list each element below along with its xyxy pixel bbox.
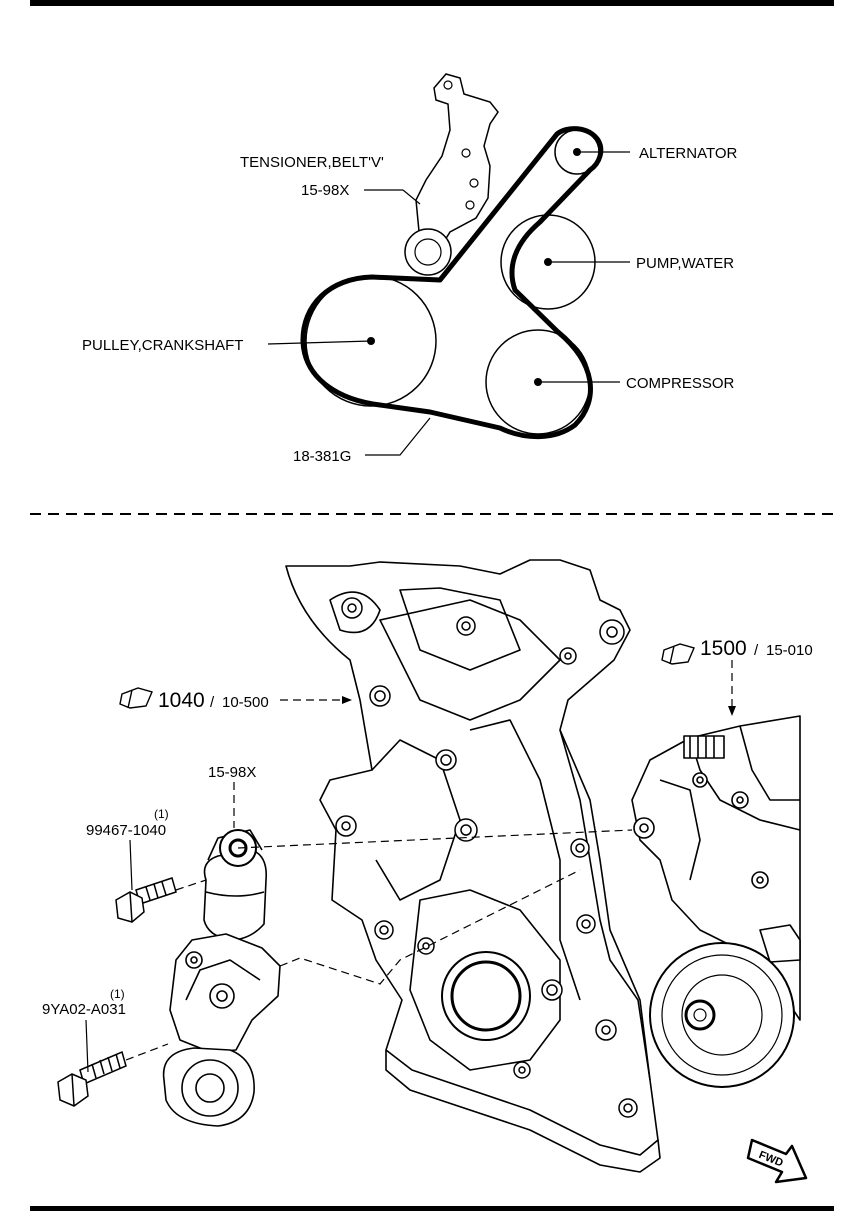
arrowhead-1500	[728, 706, 736, 716]
water-pump-pulley-rim	[661, 954, 783, 1076]
bolt-upper-qty: (1)	[154, 807, 169, 821]
label-crankshaft: PULLEY,CRANKSHAFT	[82, 337, 243, 354]
tensioner-bracket-hole	[461, 148, 471, 158]
belt-tensioner-assembly	[162, 829, 281, 1127]
tensioner-bracket-hole	[465, 200, 475, 210]
cover-bosses	[335, 597, 638, 1118]
crank-seal-inner	[450, 960, 522, 1032]
water-pump-pulley-ring	[681, 974, 763, 1056]
bolt-99467-1040	[115, 877, 177, 923]
ref-1500-code: 15-010	[766, 642, 813, 659]
water-pump-pulley-face	[649, 942, 795, 1088]
exploded-view: 1040 / 10-500 1500 / 15-010 15-98X (1) 9…	[42, 559, 813, 1184]
crank-seal-outer	[441, 951, 531, 1041]
tensioner-bracket	[415, 73, 499, 249]
arrowhead-1040	[342, 696, 352, 704]
label-tensioner-name: TENSIONER,BELT'V'	[240, 154, 384, 171]
ref-1040-number: 1040	[158, 689, 205, 712]
label-water-pump: PUMP,WATER	[636, 255, 734, 272]
leader-bolt-lower	[85, 1019, 89, 1073]
label-tensioner-part: 15-98X	[301, 182, 349, 199]
label-alternator: ALTERNATOR	[639, 145, 738, 162]
bolt-lower-qty: (1)	[110, 987, 125, 1001]
belt-routing-diagram: TENSIONER,BELT'V' 15-98X ALTERNATOR PUMP…	[82, 73, 738, 465]
bolt-lower-part: 9YA02-A031	[42, 1001, 126, 1018]
leader-bolt-upper	[129, 839, 133, 891]
leader-belt	[365, 417, 431, 456]
ref-1040-code: 10-500	[222, 694, 269, 711]
reference-icon	[661, 643, 695, 665]
top-rule	[30, 0, 834, 6]
tensioner-bracket-hole	[443, 80, 453, 90]
bolt-9ya02-a031	[57, 1050, 127, 1107]
leader-crankshaft	[267, 340, 372, 345]
tensioner-idler-hub	[414, 238, 442, 266]
water-pump-assembly	[631, 715, 801, 1021]
engine-front-cover	[285, 559, 661, 1173]
water-pump-pulley-hole	[693, 1008, 707, 1022]
ref-1500-slash: /	[754, 642, 759, 659]
leader-tensioner	[402, 189, 421, 205]
fwd-arrow-icon: FWD	[746, 1138, 808, 1184]
tensioner-idler-pulley	[404, 228, 452, 276]
ref-1500-number: 1500	[700, 637, 747, 660]
label-compressor: COMPRESSOR	[626, 375, 735, 392]
bottom-rule	[30, 1206, 834, 1211]
drive-belt	[300, 126, 604, 440]
ref-1040-slash: /	[210, 694, 215, 711]
label-belt-part: 18-381G	[293, 448, 351, 465]
reference-icon	[119, 687, 153, 709]
bolt-upper-part: 99467-1040	[86, 822, 166, 839]
tensioner-bracket-hole	[469, 178, 479, 188]
alignment-lines	[125, 660, 733, 1061]
label-tensioner-part-exploded: 15-98X	[208, 764, 256, 781]
